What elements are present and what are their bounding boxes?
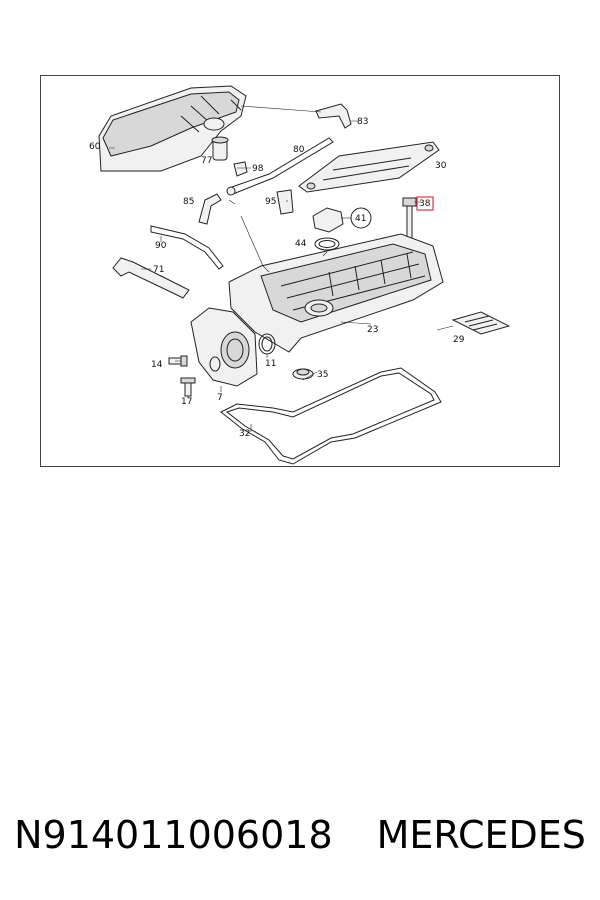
part-number: N914011006018 <box>14 813 333 857</box>
part-label-41: 41 <box>355 214 366 224</box>
part-label-7: 7 <box>217 393 223 403</box>
part-label-83: 83 <box>357 117 368 127</box>
part-11-seal-ring <box>258 333 276 355</box>
part-label-44: 44 <box>295 239 307 249</box>
part-label-32: 32 <box>239 429 250 439</box>
part-label-30: 30 <box>435 161 447 171</box>
part-98-clip <box>233 161 248 177</box>
part-77-fitting <box>211 136 229 161</box>
part-85-elbow <box>198 193 222 225</box>
part-60-intake-housing <box>98 85 247 172</box>
part-labels: 60 83 77 98 80 30 85 95 38 41 44 90 71 23 29 14 11 35 17 7 3… <box>89 117 465 439</box>
part-7-front-housing <box>190 307 258 387</box>
footer: N914011006018 MERCEDES <box>0 800 600 870</box>
part-29-label-plate <box>451 311 511 335</box>
part-label-71: 71 <box>153 265 164 275</box>
brand-name: MERCEDES <box>376 813 586 857</box>
part-label-60: 60 <box>89 142 101 152</box>
part-71-pipe <box>112 257 190 299</box>
part-32-gasket <box>220 367 442 465</box>
part-23-valve-cover <box>228 233 444 353</box>
part-44-seal <box>314 237 340 251</box>
diagram-frame: 60 83 77 98 80 30 85 95 38 41 44 90 71 23 29 14 11 35 17 7 3… <box>40 75 560 467</box>
part-label-77: 77 <box>201 156 212 166</box>
part-label-11: 11 <box>265 359 276 369</box>
part-label-80: 80 <box>293 145 305 155</box>
exploded-parts-diagram: 60 83 77 98 80 30 85 95 38 41 44 90 71 23 29 14 11 35 17 7 3… <box>89 85 511 465</box>
part-label-95: 95 <box>265 197 276 207</box>
part-30-cover-plate <box>298 141 440 193</box>
part-90-hose <box>150 225 224 270</box>
part-label-17: 17 <box>181 397 192 407</box>
part-label-85: 85 <box>183 197 194 207</box>
part-label-98: 98 <box>252 164 264 174</box>
part-label-23: 23 <box>367 325 378 335</box>
part-95-bracket <box>276 189 294 215</box>
part-41-oil-cap <box>312 207 372 233</box>
part-83-hose <box>240 103 359 129</box>
part-label-38: 38 <box>419 199 431 209</box>
part-80-breather-pipe <box>226 137 334 196</box>
part-35-grommet <box>292 368 314 380</box>
part-label-90: 90 <box>155 241 167 251</box>
highlight-box-38 <box>416 196 434 211</box>
part-label-29: 29 <box>453 335 465 345</box>
part-label-35: 35 <box>317 370 328 380</box>
part-label-14: 14 <box>151 360 163 370</box>
part-17-bolt <box>180 377 196 397</box>
